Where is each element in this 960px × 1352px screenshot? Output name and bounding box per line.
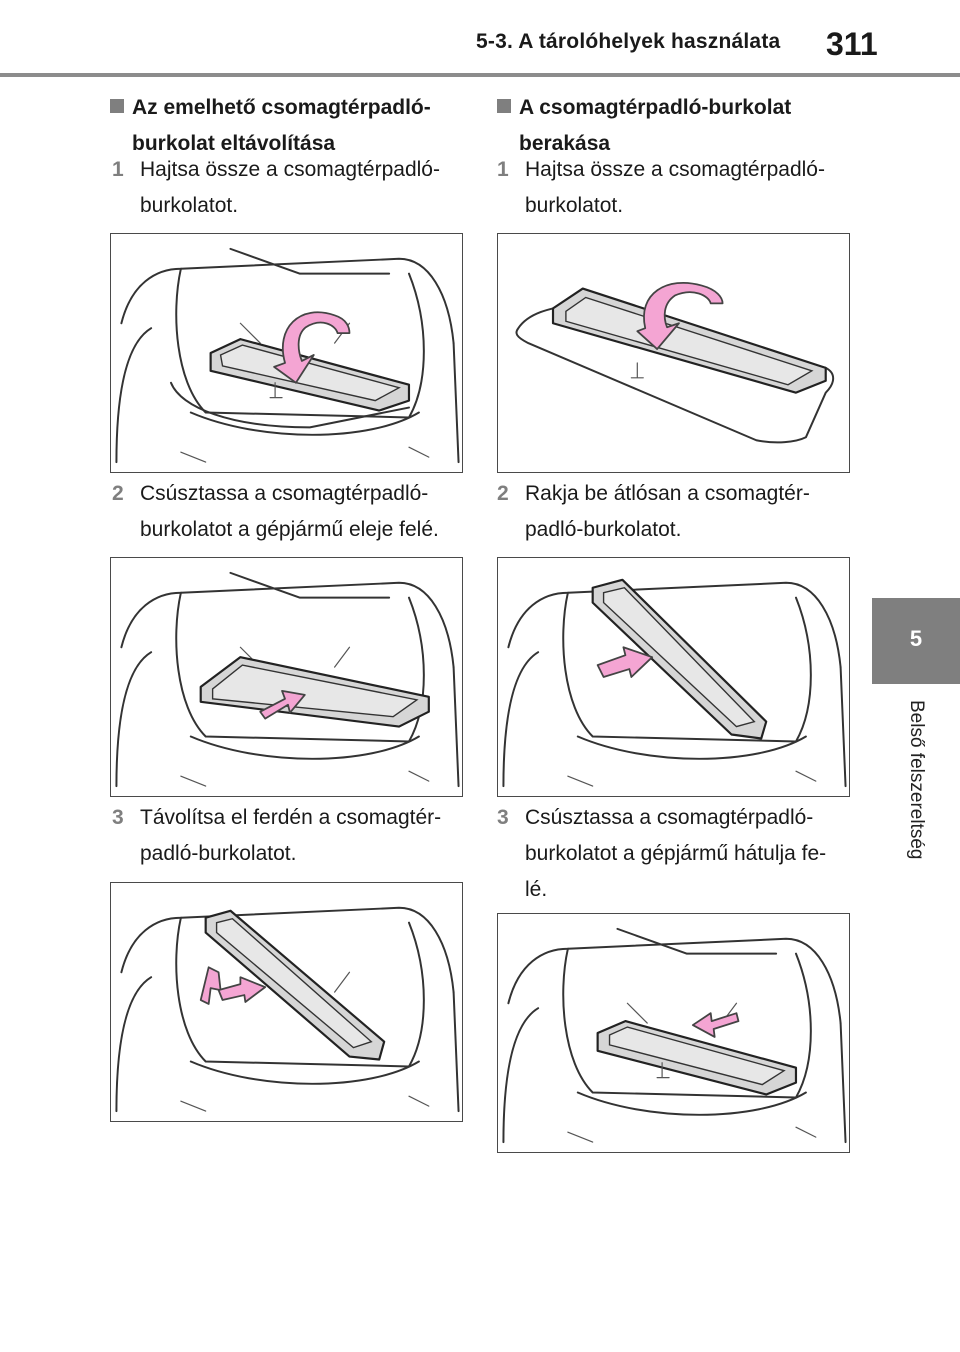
step-text-line: burkolatot.: [525, 194, 624, 217]
step-item: 1 Hajtsa össze a csomagtérpadló- burkola…: [497, 152, 857, 224]
straight-arrow-icon: [691, 1012, 740, 1038]
heading-line: berakása: [519, 132, 611, 155]
step-text-line: Távolítsa el ferdén a csomagtér-: [140, 806, 442, 829]
step-number: 3: [497, 806, 509, 829]
header-rule: [0, 73, 960, 77]
curved-arrow-icon: [273, 311, 351, 384]
step-number: 1: [112, 158, 124, 181]
figure-fold-panel-left: [110, 233, 463, 473]
straight-arrow-icon: [259, 689, 306, 720]
chapter-tab[interactable]: [872, 598, 960, 684]
step-text-line: burkolatot.: [140, 194, 239, 217]
step-item: 1 Hajtsa össze a csomagtérpadló- burkola…: [112, 152, 462, 224]
step-number: 3: [112, 806, 124, 829]
chapter-title-text: Belső felszereltség: [906, 700, 927, 860]
step-text-line: Csúsztassa a csomagtérpadló-: [140, 482, 429, 505]
running-header-title: 5-3. A tárolóhelyek használata: [476, 30, 781, 53]
figure-insert-diagonal: [497, 557, 850, 797]
section-bullet-icon: [497, 99, 511, 113]
chapter-title: Belső felszereltség: [898, 700, 932, 890]
heading-line: A csomagtérpadló-burkolat: [519, 96, 792, 119]
step-text-line: padló-burkolatot.: [525, 518, 682, 541]
heading-line: burkolat eltávolítása: [132, 132, 336, 155]
step-text-line: Rakja be átlósan a csomagtér-: [525, 482, 810, 505]
step-item: 2 Csúsztassa a csomagtérpadló- burkolato…: [112, 476, 462, 548]
straight-arrow-icon: [596, 646, 654, 678]
figure-fold-panel-right: [497, 233, 850, 473]
curved-arrow-icon: [636, 281, 724, 350]
chapter-number: 5: [909, 626, 923, 651]
step-text-line: burkolatot a gépjármű hátulja fe-: [525, 842, 827, 865]
step-item: 3 Csúsztassa a csomagtérpadló- burkolato…: [497, 800, 857, 908]
step-number: 1: [497, 158, 509, 181]
step-text-line: lé.: [525, 878, 548, 901]
heading-line: Az emelhető csomagtérpadló-: [132, 96, 431, 119]
step-number: 2: [112, 482, 124, 505]
figure-slide-forward: [110, 557, 463, 797]
step-item: 2 Rakja be átlósan a csomagtér- padló-bu…: [497, 476, 857, 548]
section-heading-remove: Az emelhető csomagtérpadló- burkolat elt…: [110, 90, 431, 162]
straight-arrow-icon: [217, 976, 267, 1003]
figure-remove-diagonal: [110, 882, 463, 1122]
step-text-line: Csúsztassa a csomagtérpadló-: [525, 806, 814, 829]
page-number: 311: [826, 26, 878, 62]
step-text-line: burkolatot a gépjármű eleje felé.: [140, 518, 439, 541]
step-text-line: Hajtsa össze a csomagtérpadló-: [525, 158, 825, 181]
section-bullet-icon: [110, 99, 124, 113]
figure-slide-rearward: [497, 913, 850, 1153]
section-heading-install: A csomagtérpadló-burkolat berakása: [497, 90, 791, 162]
step-number: 2: [497, 482, 509, 505]
step-item: 3 Távolítsa el ferdén a csomagtér- padló…: [112, 800, 462, 872]
step-text-line: Hajtsa össze a csomagtérpadló-: [140, 158, 440, 181]
step-text-line: padló-burkolatot.: [140, 842, 297, 865]
double-arrow-icon: [199, 966, 222, 1005]
